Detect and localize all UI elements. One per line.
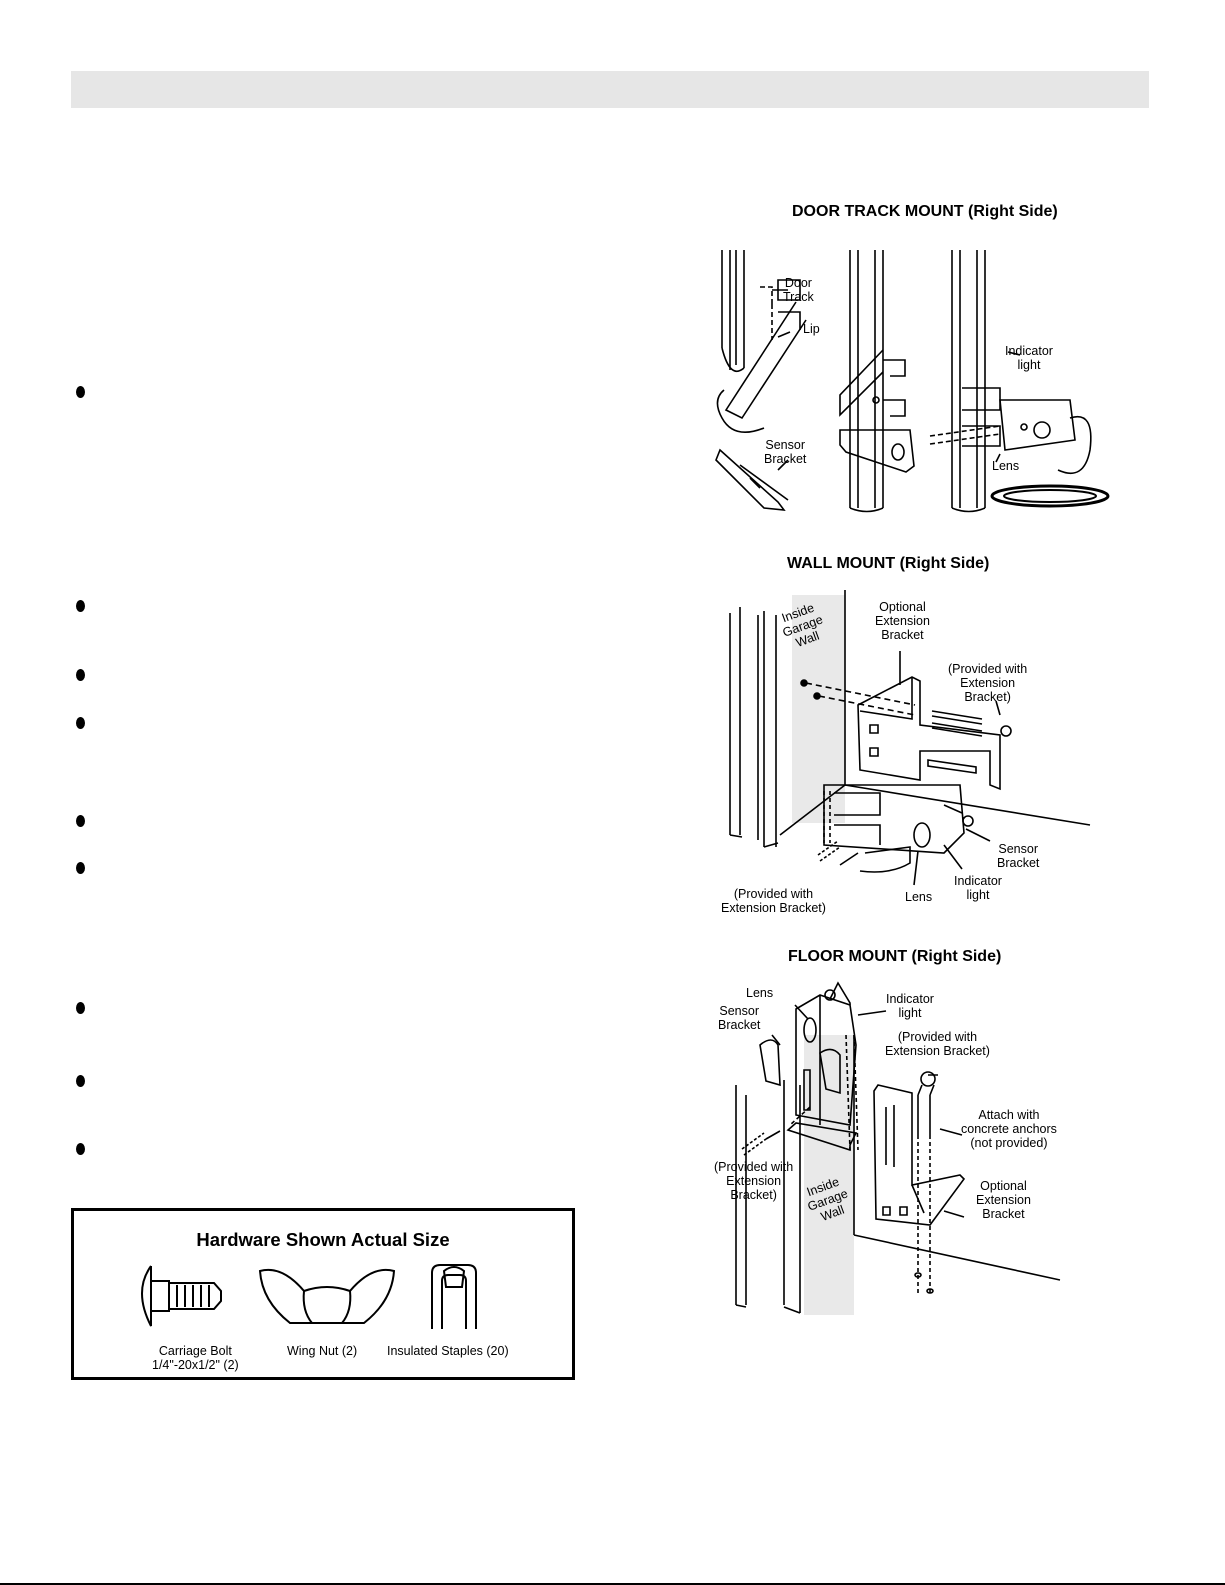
label-sensor-bracket: Sensor Bracket	[718, 1004, 761, 1032]
wall-mount-title: WALL MOUNT (Right Side)	[787, 555, 990, 572]
wing-nut-caption: Wing Nut (2)	[287, 1344, 358, 1358]
section-header-bar	[71, 71, 1149, 108]
bullet-point	[76, 815, 85, 827]
label-lens: Lens	[992, 459, 1020, 473]
bullet-point	[76, 862, 85, 874]
label-lip: Lip	[803, 322, 820, 336]
bullet-point	[76, 1143, 85, 1155]
bullet-point	[76, 669, 85, 681]
label-provided-with-extension-bracket: (Provided with Extension Bracket)	[885, 1030, 990, 1058]
insulated-staple-icon	[431, 1264, 477, 1329]
hardware-box: Hardware Shown Actual Size Carriage Bolt…	[71, 1208, 575, 1380]
label-provided-with-extension-bracket: (Provided with Extension Bracket)	[948, 662, 1028, 704]
bullet-point	[76, 1075, 85, 1087]
label-sensor-bracket: Sensor Bracket	[997, 842, 1040, 870]
label-indicator-light: Indicator light	[1005, 344, 1053, 372]
label-indicator-light: Indicator light	[886, 992, 934, 1020]
label-sensor-bracket: Sensor Bracket	[764, 438, 807, 466]
insulated-staples-caption: Insulated Staples (20)	[387, 1344, 509, 1358]
label-door-track: Door Track	[783, 276, 814, 304]
label-attach-with-concrete-anchors: Attach with concrete anchors (not provid…	[961, 1108, 1057, 1150]
label-lens: Lens	[905, 890, 933, 904]
bottom-rule	[0, 1583, 1225, 1585]
label-provided-with-extension-bracket: (Provided with Extension Bracket)	[714, 1160, 794, 1202]
carriage-bolt-icon	[141, 1265, 222, 1327]
carriage-bolt-caption: Carriage Bolt 1/4"-20x1/2" (2)	[152, 1344, 239, 1372]
floor-mount-title: FLOOR MOUNT (Right Side)	[788, 948, 1002, 965]
bullet-point	[76, 600, 85, 612]
label-provided-with-extension-bracket: (Provided with Extension Bracket)	[721, 887, 826, 915]
label-optional-extension-bracket: Optional Extension Bracket	[976, 1179, 1031, 1221]
floor-mount-illustration	[700, 975, 1080, 1315]
bullet-point	[76, 717, 85, 729]
hardware-title: Hardware Shown Actual Size	[196, 1229, 450, 1250]
door-track-mount-title: DOOR TRACK MOUNT (Right Side)	[792, 203, 1058, 220]
label-optional-extension-bracket: Optional Extension Bracket	[875, 600, 930, 642]
bullet-point	[76, 386, 85, 398]
door-track-mount-illustration	[700, 240, 1120, 520]
wall-mount-illustration	[700, 585, 1100, 915]
wing-nut-icon	[258, 1269, 396, 1324]
label-lens: Lens	[746, 986, 774, 1000]
label-indicator-light: Indicator light	[954, 874, 1002, 902]
bullet-point	[76, 1002, 85, 1014]
